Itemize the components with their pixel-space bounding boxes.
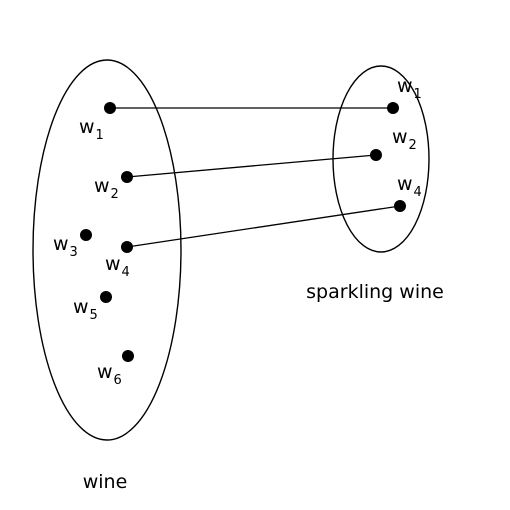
sparkling-w1-dot xyxy=(387,102,399,114)
wine-w1-label: w1 xyxy=(79,116,104,143)
mapping-line-w4 xyxy=(126,205,401,248)
wine-w3-dot xyxy=(80,229,92,241)
wine-w2-dot xyxy=(121,171,133,183)
wine-w5-label: w5 xyxy=(73,296,98,323)
wine-w6-label: w6 xyxy=(97,361,122,388)
wine-w1-dot xyxy=(104,102,116,114)
wine-w4-label: w4 xyxy=(105,253,130,280)
sparkling-wine-set-label: sparkling wine xyxy=(306,281,444,303)
sparkling-w1-label: w1 xyxy=(397,75,422,102)
wine-w4-dot xyxy=(121,241,133,253)
wine-w2-label: w2 xyxy=(94,175,119,202)
wine-w6-dot xyxy=(122,350,134,362)
sparkling-w2-dot xyxy=(370,149,382,161)
sparkling-w4-dot xyxy=(394,200,406,212)
wine-set-label: wine xyxy=(83,471,128,493)
sparkling-w4-label: w4 xyxy=(397,173,422,200)
wine-w3-label: w3 xyxy=(53,233,78,260)
wine-w5-dot xyxy=(100,291,112,303)
mapping-line-w2 xyxy=(126,154,377,178)
sparkling-w2-label: w2 xyxy=(392,126,417,153)
wine-set-ellipse xyxy=(32,59,182,441)
